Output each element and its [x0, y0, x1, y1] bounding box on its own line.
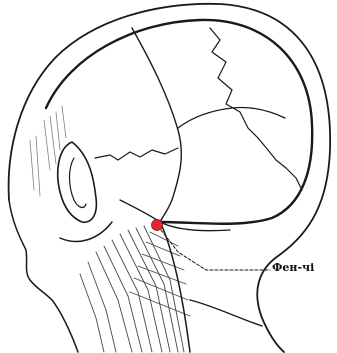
skull-cap-outline	[46, 20, 312, 224]
parietal-suture	[178, 107, 285, 128]
acupoint-label: Фен-чі	[272, 261, 314, 274]
temporal-suture	[95, 148, 178, 160]
face-profile	[9, 200, 78, 352]
head-outline	[9, 4, 331, 352]
jaw-line	[60, 222, 112, 241]
ear-inner	[70, 158, 87, 207]
ear-outline	[58, 142, 97, 222]
occipital-suture	[258, 138, 302, 190]
mastoid-outline	[120, 200, 230, 231]
neck-muscle-hatching	[80, 226, 190, 352]
hair-hatching	[30, 106, 66, 196]
coronal-suture	[132, 28, 181, 222]
shoulder-line	[190, 300, 262, 326]
acupoint-marker	[152, 220, 163, 231]
lambdoid-suture	[210, 28, 258, 138]
